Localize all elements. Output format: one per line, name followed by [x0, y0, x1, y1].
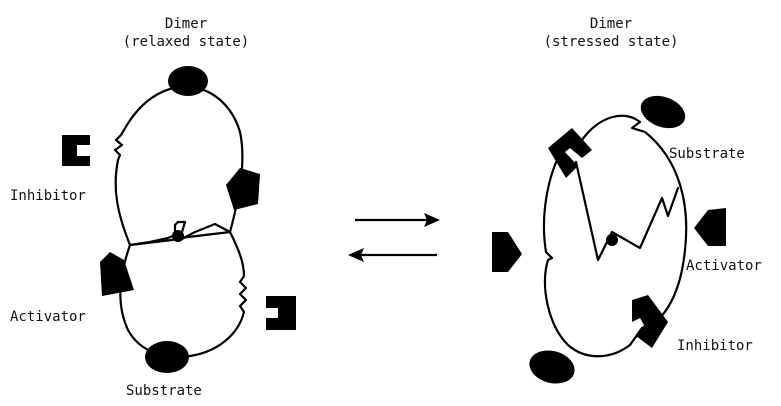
relaxed-upper-subunit-outline [113, 84, 244, 247]
stressed-dimer [492, 95, 726, 384]
relaxed-activator-lower [100, 252, 134, 296]
stressed-pivot-dot [606, 234, 618, 246]
stressed-title-line1: Dimer [589, 16, 633, 32]
stressed-label-activator: Activator [686, 258, 762, 274]
relaxed-substrate-lower [145, 341, 189, 373]
stressed-label-inhibitor: Inhibitor [677, 338, 753, 354]
relaxed-label-substrate: Substrate [126, 383, 202, 399]
stressed-outer-outline [542, 114, 688, 358]
stressed-inhibitor-bound-upper [548, 128, 592, 178]
relaxed-lower-subunit-outline [119, 230, 248, 358]
stressed-title-line2: (stressed state) [543, 34, 679, 50]
relaxed-pivot-dot [172, 230, 184, 242]
relaxed-activator-upper [226, 168, 260, 210]
relaxed-label-activator: Activator [10, 309, 86, 325]
relaxed-title-line2: (relaxed state) [122, 34, 250, 50]
relaxed-inhibitor-free-upper [62, 135, 90, 166]
stressed-activator-free-right [694, 208, 726, 246]
stressed-label-substrate: Substrate [669, 146, 745, 162]
relaxed-label-inhibitor: Inhibitor [10, 188, 86, 204]
relaxed-title-line1: Dimer [164, 16, 208, 32]
stressed-inhibitor-bound-lower [632, 295, 668, 348]
stressed-activator-free-left [492, 232, 522, 272]
stressed-interface [574, 160, 680, 262]
relaxed-inhibitor-free-lower [266, 296, 296, 330]
equilibrium-arrows [348, 213, 440, 262]
stressed-substrate-free-upper [640, 95, 686, 129]
stressed-substrate-free-lower [529, 350, 575, 384]
relaxed-substrate-upper [168, 66, 208, 96]
relaxed-dimer [62, 66, 296, 373]
reverse-arrow-head [348, 248, 364, 262]
forward-arrow-head [424, 213, 440, 227]
